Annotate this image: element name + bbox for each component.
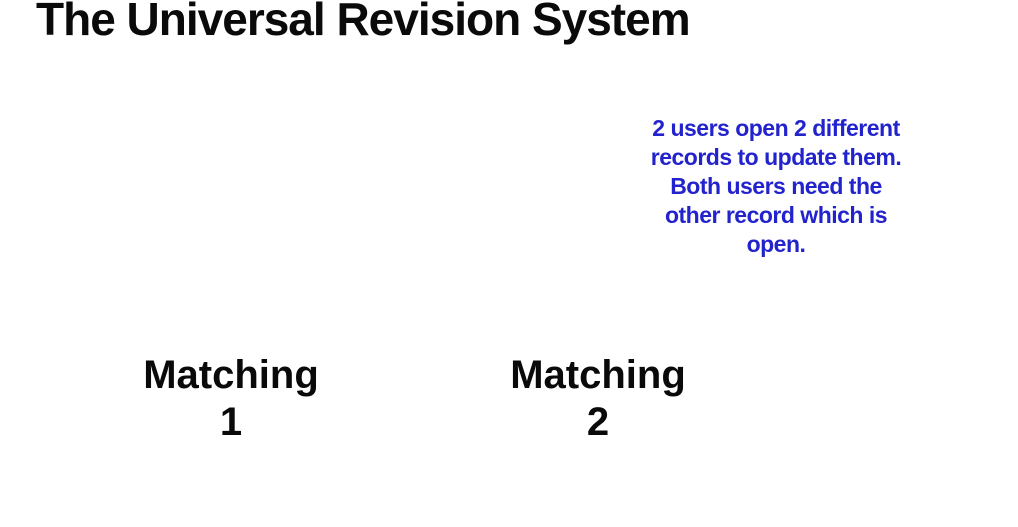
annotation-line: 2 users open 2 different: [652, 115, 900, 141]
annotation-line: open.: [746, 231, 806, 257]
annotation-line: other record which is: [664, 202, 888, 228]
annotation-line: records to update them.: [650, 144, 902, 170]
matching-1-label: Matching 1: [111, 352, 351, 446]
matching-1-number: 1: [219, 400, 243, 444]
matching-2-label: Matching 2: [478, 352, 718, 446]
annotation-line: Both users need the: [670, 173, 882, 199]
matching-1-name: Matching: [143, 353, 319, 397]
annotation-text: 2 users open 2 different records to upda…: [601, 114, 951, 259]
matching-2-number: 2: [586, 400, 610, 444]
matching-2-name: Matching: [510, 353, 686, 397]
page-title: The Universal Revision System: [36, 0, 691, 45]
